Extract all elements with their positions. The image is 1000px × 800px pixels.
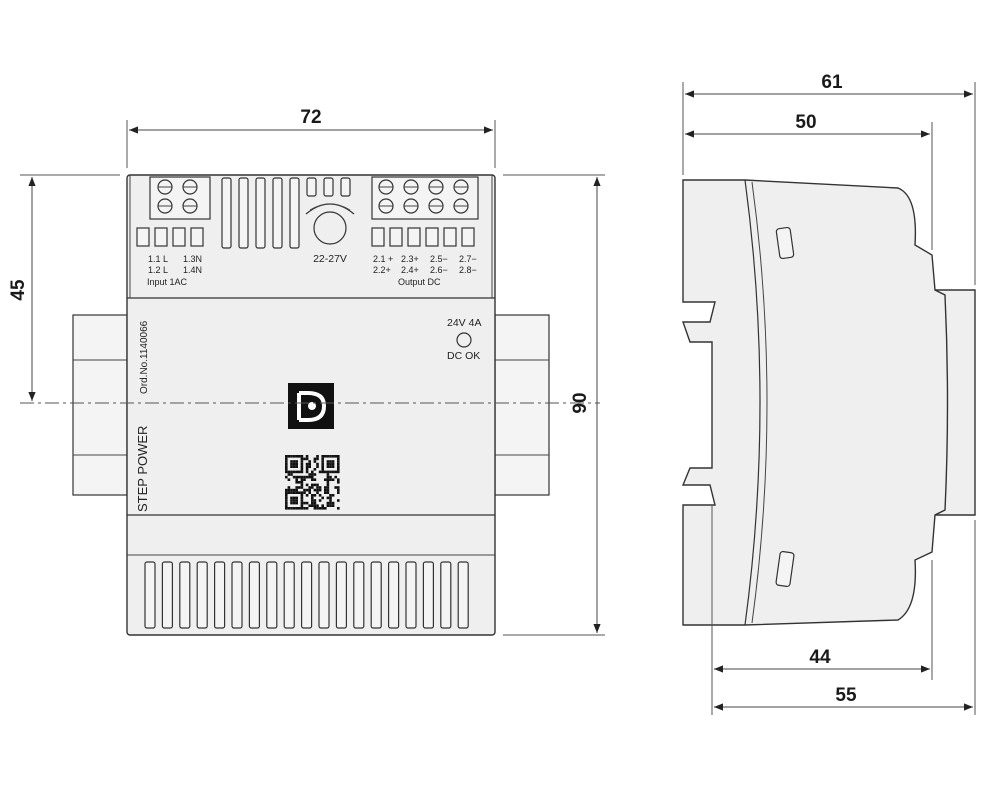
top-vents (221, 177, 351, 249)
output-caption: Output DC (398, 277, 441, 287)
vent-slot (335, 561, 347, 629)
output-label-2-3: 2.3+ (401, 254, 419, 264)
bottom-vents (144, 561, 469, 629)
output-label-2-6: 2.6− (430, 265, 448, 275)
input-label-1-4: 1.4N (183, 265, 202, 275)
dimension-label-61: 61 (821, 72, 843, 93)
output-terminal-labels: 2.1 + 2.3+ 2.5− 2.7− 2.2+ 2.4+ 2.6− 2.8−… (373, 254, 477, 287)
vent-slot (214, 561, 226, 629)
dc-ok-led (456, 332, 472, 348)
input-label-1-1: 1.1 L (148, 254, 168, 264)
dimension-label-55: 55 (835, 685, 857, 706)
vent-slot (301, 561, 313, 629)
dimension-label-44: 44 (809, 647, 831, 668)
vent-slot (231, 561, 243, 629)
front-view: 22-27V 1.1 L 1.3N 1.2 L 1.4N Inpu (8, 107, 605, 636)
vent-slot (388, 561, 400, 629)
output-label-2-4: 2.4+ (401, 265, 419, 275)
input-label-1-2: 1.2 L (148, 265, 168, 275)
vent-slot (283, 561, 295, 629)
output-label-2-5: 2.5− (430, 254, 448, 264)
dc-ok-label: DC OK (447, 350, 480, 362)
vent-slot (457, 561, 469, 629)
side-view: 61 50 44 55 (681, 72, 976, 715)
potentiometer-label: 22-27V (313, 253, 347, 265)
phoenix-contact-logo-icon (288, 383, 334, 429)
input-terminal-block (136, 176, 211, 247)
vent-slot (405, 561, 417, 629)
order-number: Ord.No.1140066 (139, 320, 150, 394)
output-label-2-8: 2.8− (459, 265, 477, 275)
vent-slot (161, 561, 173, 629)
dimension-label-90: 90 (570, 392, 591, 413)
output-label-2-2: 2.2+ (373, 265, 391, 275)
vent-slot (440, 561, 452, 629)
vent-slot (248, 561, 260, 629)
voltage-potentiometer: 22-27V (305, 203, 355, 265)
vent-slot (179, 561, 191, 629)
dimension-label-72: 72 (300, 107, 321, 128)
dimension-label-45: 45 (8, 279, 29, 301)
right-din-clip (494, 314, 550, 496)
side-slot-top (775, 226, 795, 260)
vent-slot (370, 561, 382, 629)
rating-label: 24V 4A (447, 317, 481, 329)
side-slot-bottom (775, 550, 795, 588)
dimension-label-50: 50 (795, 112, 816, 133)
input-label-1-3: 1.3N (183, 254, 202, 264)
qr-code-icon (285, 455, 340, 510)
output-label-2-1: 2.1 + (373, 254, 393, 264)
vent-slot (422, 561, 434, 629)
left-din-clip (72, 314, 128, 496)
vent-slot (353, 561, 365, 629)
side-housing (681, 179, 949, 626)
product-name: STEP POWER (135, 426, 150, 512)
vent-slot (144, 561, 156, 629)
input-caption: Input 1AC (147, 277, 188, 287)
vent-slot (318, 561, 330, 629)
vent-slot (266, 561, 278, 629)
output-terminal-block (371, 176, 479, 247)
output-label-2-7: 2.7− (459, 254, 477, 264)
input-terminal-labels: 1.1 L 1.3N 1.2 L 1.4N Input 1AC (147, 254, 202, 287)
vent-slot (196, 561, 208, 629)
